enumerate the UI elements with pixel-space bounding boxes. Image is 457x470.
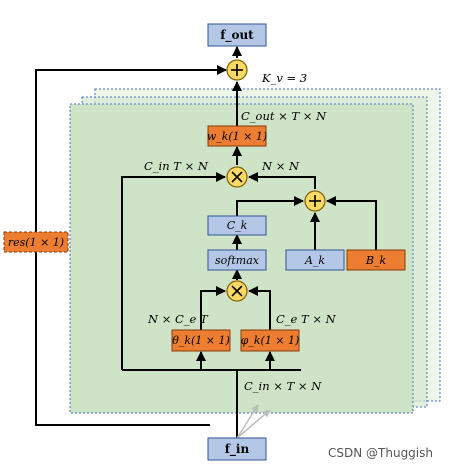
f-out-label: f_out <box>220 28 254 43</box>
wk-label: w_k(1 × 1) <box>207 130 267 143</box>
ck-node: C_k <box>207 215 267 236</box>
bk-node: B_k <box>346 249 406 271</box>
watermark-text: CSDN @Thuggish <box>328 446 433 460</box>
f-out-node: f_out <box>207 23 267 47</box>
res-label: res(1 × 1) <box>8 236 64 249</box>
kv-label: K_v = 3 <box>261 71 307 85</box>
ak-label: A_k <box>304 254 325 267</box>
value-wire <box>121 172 226 370</box>
adaptive-plus-operator <box>304 190 326 212</box>
cout-t-n-label: C_out × T × N <box>241 109 327 123</box>
parallel-arrow-1 <box>236 404 259 439</box>
bk-label: B_k <box>365 254 387 267</box>
softmax-node: softmax <box>207 249 267 271</box>
res-node: res(1 × 1) <box>3 231 69 253</box>
cin-t-n-bottom-label: C_in × T × N <box>244 379 322 393</box>
wk-node: w_k(1 × 1) <box>207 125 267 147</box>
softmax-label: softmax <box>215 254 260 267</box>
phi-node: φ_k(1 × 1) <box>240 329 300 352</box>
top-plus-operator <box>226 59 248 81</box>
phi-out-wire <box>248 286 271 330</box>
n-by-n-label: N × N <box>261 159 300 173</box>
bk-to-plus-wire <box>326 196 377 250</box>
ak-node: A_k <box>285 249 345 271</box>
ck-label: C_k <box>227 219 248 232</box>
f-in-label: f_in <box>225 442 250 457</box>
n-ce-t-label: N × C_e T <box>147 312 209 326</box>
top-times-operator <box>226 166 248 188</box>
theta-label: θ_k(1 × 1) <box>172 334 230 347</box>
parallel-arrow-2 <box>236 409 271 439</box>
f-in-node: f_in <box>207 437 267 461</box>
plus-to-times-wire <box>248 172 316 189</box>
theta-out-wire <box>200 286 226 330</box>
bottom-times-operator <box>226 280 248 302</box>
ce-t-n-label: C_e T × N <box>276 312 337 326</box>
ck-to-plus-wire <box>236 196 304 216</box>
phi-label: φ_k(1 × 1) <box>241 334 300 347</box>
theta-node: θ_k(1 × 1) <box>171 329 231 352</box>
cin-t-n-top-label: C_in T × N <box>144 159 209 173</box>
